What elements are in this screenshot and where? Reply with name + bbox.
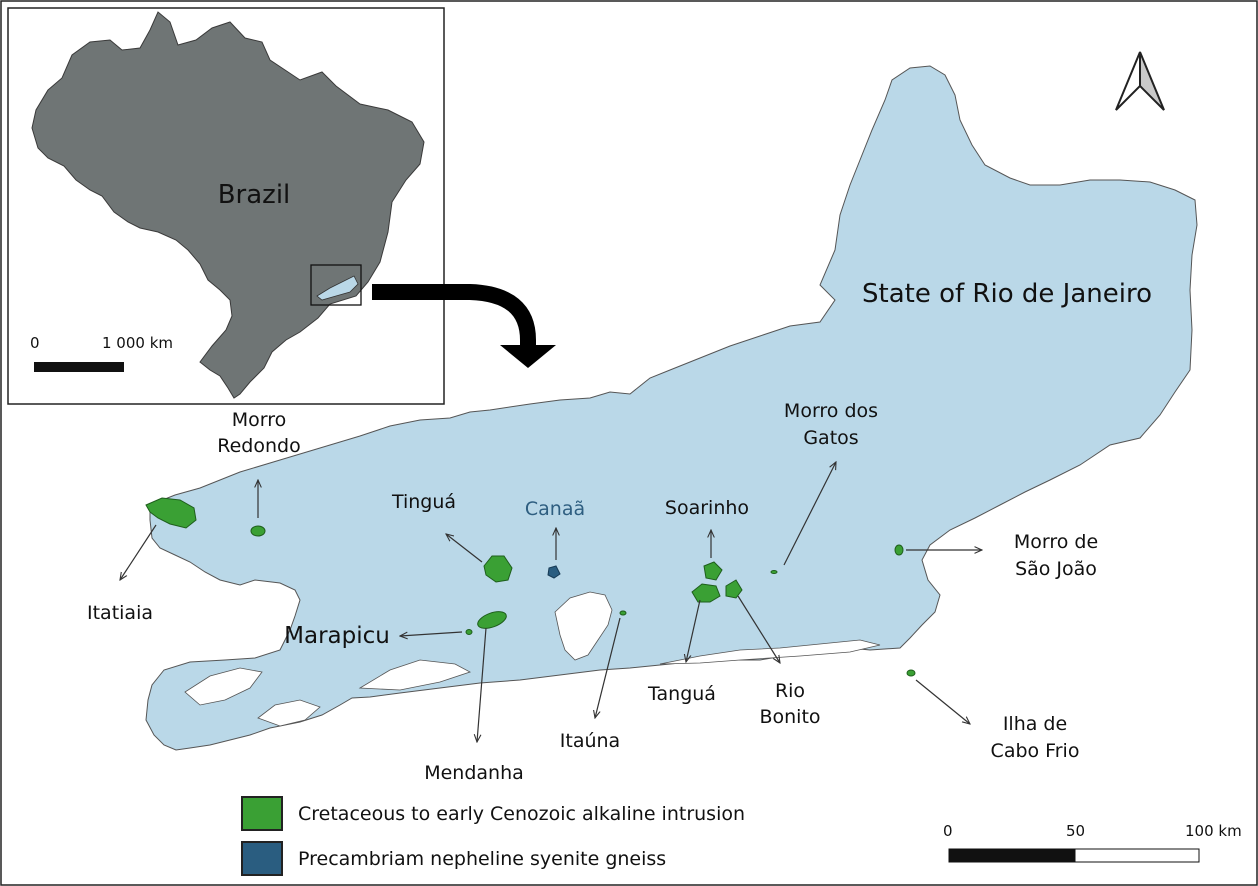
legend-swatch-intrusion	[241, 796, 283, 831]
intrusion-rio-bonito	[725, 579, 743, 599]
intrusion-soarinho	[703, 561, 723, 581]
guanabara-bay	[554, 591, 613, 661]
arrow-itatiaia	[120, 524, 157, 580]
inset-locator-box	[310, 264, 362, 306]
arrow-marapicu	[400, 631, 463, 636]
arrow-itauna	[595, 617, 621, 718]
scalebar-tick-0: 0	[943, 822, 953, 840]
scalebar-tick-100: 100 km	[1185, 822, 1242, 840]
bent-arrow-head	[500, 345, 556, 368]
arrow-tingua	[446, 534, 483, 563]
label-ilha-cabo-frio-1: Ilha de	[1002, 713, 1068, 735]
label-itatiaia: Itatiaia	[87, 602, 153, 624]
label-morro-sao-joao-1: Morro de	[1013, 531, 1099, 553]
intrusion-morro-redondo	[250, 525, 266, 537]
intrusion-marapicu	[465, 629, 473, 635]
inset-scale-start: 0	[30, 334, 40, 352]
brazil-label: Brazil	[217, 180, 291, 210]
label-mendanha: Mendanha	[424, 762, 524, 784]
label-morro-redondo-2: Redondo	[217, 435, 301, 457]
legend-label-gneiss: Precambriam nepheline syenite gneiss	[298, 848, 667, 870]
arrow-mendanha	[477, 627, 487, 742]
north-arrow-icon	[1115, 51, 1165, 111]
scalebar-white	[1074, 848, 1200, 863]
intrusion-ilha-cabo-frio	[906, 669, 916, 677]
sepetiba-bay	[358, 659, 472, 691]
label-ilha-cabo-frio-2: Cabo Frio	[990, 740, 1080, 762]
brazil-country	[31, 11, 425, 399]
arrow-rio-bonito	[737, 595, 780, 663]
gneiss-canaa	[547, 565, 561, 579]
intrusion-itatiaia	[145, 497, 197, 529]
label-marapicu: Marapicu	[284, 623, 390, 649]
rio-de-janeiro-state	[145, 65, 1198, 751]
label-morro-dos-gatos-1: Morro dos	[783, 400, 879, 422]
arrow-morro-dos-gatos	[783, 462, 836, 566]
west-bay	[184, 667, 263, 706]
lagoon-east	[659, 639, 881, 665]
inset-scale-end: 1 000 km	[102, 334, 174, 352]
arrow-ilha-cabo-frio	[915, 679, 970, 724]
label-morro-dos-gatos-2: Gatos	[803, 427, 859, 449]
label-morro-redondo-1: Morro	[231, 409, 287, 431]
bent-arrow	[372, 284, 536, 346]
legend-swatch-gneiss	[241, 841, 283, 876]
label-tingua: Tinguá	[391, 491, 457, 513]
label-morro-sao-joao-2: São João	[1015, 558, 1097, 580]
inset-scalebar-bar	[34, 362, 124, 372]
intrusion-mendanha	[477, 611, 507, 629]
legend-label-intrusion: Cretaceous to early Cenozoic alkaline in…	[298, 803, 746, 825]
label-canaa: Canaã	[524, 498, 586, 520]
label-itauna: Itaúna	[559, 730, 621, 752]
intrusion-tangua	[691, 583, 721, 603]
label-tangua: Tanguá	[648, 683, 716, 705]
intrusion-morro-sao-joao	[894, 544, 904, 556]
rio-inset-highlight	[316, 275, 359, 301]
intrusion-itauna	[619, 610, 627, 616]
intrusion-tingua	[483, 555, 513, 583]
intrusion-morro-dos-gatos	[770, 570, 778, 574]
state-label: State of Rio de Janeiro	[862, 279, 1152, 309]
ilha-grande	[257, 699, 321, 727]
scalebar-tick-50: 50	[1066, 822, 1086, 840]
label-rio-bonito-1: Rio	[774, 680, 806, 702]
arrow-tangua	[686, 599, 701, 662]
label-soarinho: Soarinho	[664, 497, 750, 519]
scalebar-black	[948, 848, 1076, 863]
label-rio-bonito-2: Bonito	[759, 706, 821, 728]
